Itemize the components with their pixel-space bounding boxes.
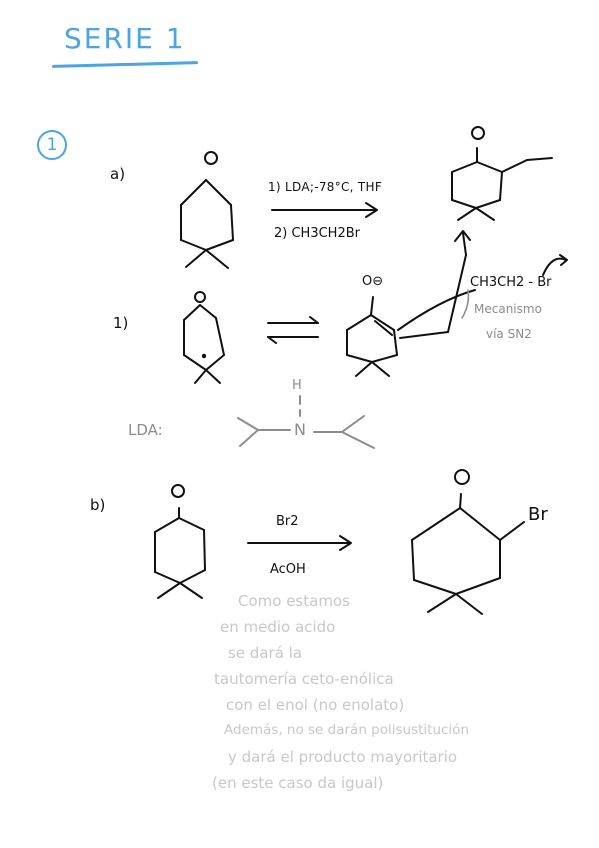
lda-hydrogen-label: H [292,378,302,393]
page-title: SERIE 1 [64,22,186,55]
note-line: se dará la [228,644,303,662]
product-structure-a [451,126,553,221]
leaving-group-arrow [542,254,568,276]
condition-step-1: 1) LDA;-78°C, THF [268,180,383,194]
electrophile-label: CH3CH2 - Br [470,275,552,290]
reaction-arrow-b [247,535,352,551]
condition-step-2: 2) CH3CH2Br [274,226,360,241]
enolate-structure [346,296,398,377]
reagent-bromine: Br2 [276,514,299,529]
product-structure-b [411,469,525,615]
note-line: (en este caso da igual) [212,774,384,792]
note-line: Como estamos [238,592,350,610]
part-a-label: a) [110,165,126,183]
ketone-structure-mechanism [183,291,225,384]
equilibrium-arrows [267,316,319,344]
ketone-structure-b [154,484,206,599]
mechanism-note-bracket [461,289,470,319]
note-line: con el enol (no enolato) [226,696,405,714]
mechanism-step-label: 1) [113,314,129,332]
product-bromo-substituent: Br [528,504,548,525]
nucleophilic-attack-arrow [397,230,476,339]
note-line: y dará el producto mayoritario [228,748,458,766]
handwritten-notes: Como estamos en medio acido se dará la t… [200,592,595,800]
note-line: Además, no se darán polisustitución [224,722,469,738]
enolate-oxygen-label: O⊖ [362,274,384,289]
note-line: en medio acido [220,618,336,636]
mechanism-note-line: Mecanismo [474,302,542,316]
lda-label: LDA: [128,421,163,439]
mechanism-note-line: vía SN2 [486,327,532,341]
reagent-acetic-acid: AcOH [270,562,306,577]
reaction-arrow-a [271,202,378,218]
part-b-label: b) [90,496,106,514]
lda-structure [237,395,375,449]
problem-number-badge: 1 [37,130,67,160]
ketone-structure-a [180,151,234,269]
lda-nitrogen-label: N [294,420,306,439]
note-line: tautomería ceto-enólica [214,670,394,688]
